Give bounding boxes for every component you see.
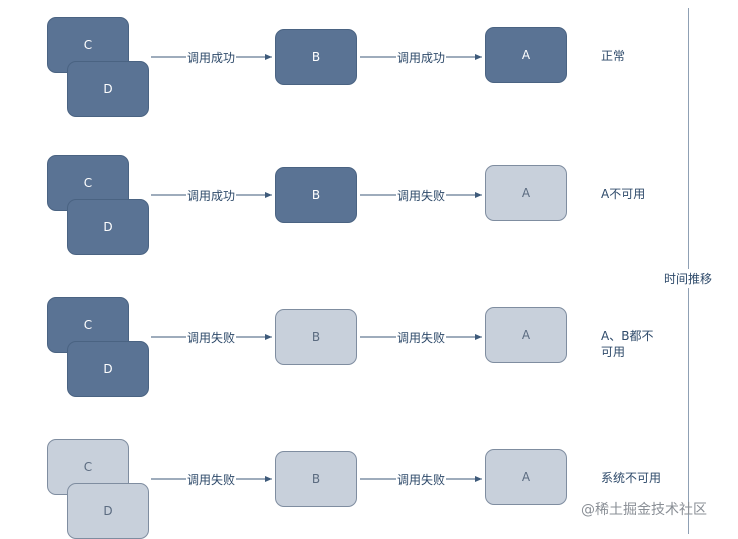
status-label-row-3: A、B都不 可用 (601, 329, 654, 359)
watermark: @稀土掘金技术社区 (581, 502, 707, 518)
node-a-row-2: A (485, 165, 567, 221)
timeline-label: 时间推移 (664, 269, 713, 288)
edge-d-b-label-row-1: 调用成功 (186, 49, 237, 66)
node-a-row-4: A (485, 449, 567, 505)
node-d-row-1: D (67, 61, 149, 117)
node-b-row-2: B (275, 167, 357, 223)
edge-d-b-label-row-3: 调用失败 (186, 329, 237, 346)
node-b-row-1: B (275, 29, 357, 85)
node-d-row-3: D (67, 341, 149, 397)
node-a-row-3: A (485, 307, 567, 363)
edge-b-a-label-row-4: 调用失败 (396, 471, 447, 488)
node-b-row-4: B (275, 451, 357, 507)
edge-b-a-label-row-3: 调用失败 (396, 329, 447, 346)
node-d-row-4: D (67, 483, 149, 539)
edge-b-a-label-row-1: 调用成功 (396, 49, 447, 66)
status-label-row-2: A不可用 (601, 187, 646, 201)
node-a-row-1: A (485, 27, 567, 83)
edge-d-b-label-row-2: 调用成功 (186, 187, 237, 204)
status-label-row-1: 正常 (601, 49, 626, 63)
node-b-row-3: B (275, 309, 357, 365)
edge-b-a-label-row-2: 调用失败 (396, 187, 447, 204)
status-label-row-4: 系统不可用 (601, 471, 662, 485)
edge-d-b-label-row-4: 调用失败 (186, 471, 237, 488)
node-d-row-2: D (67, 199, 149, 255)
